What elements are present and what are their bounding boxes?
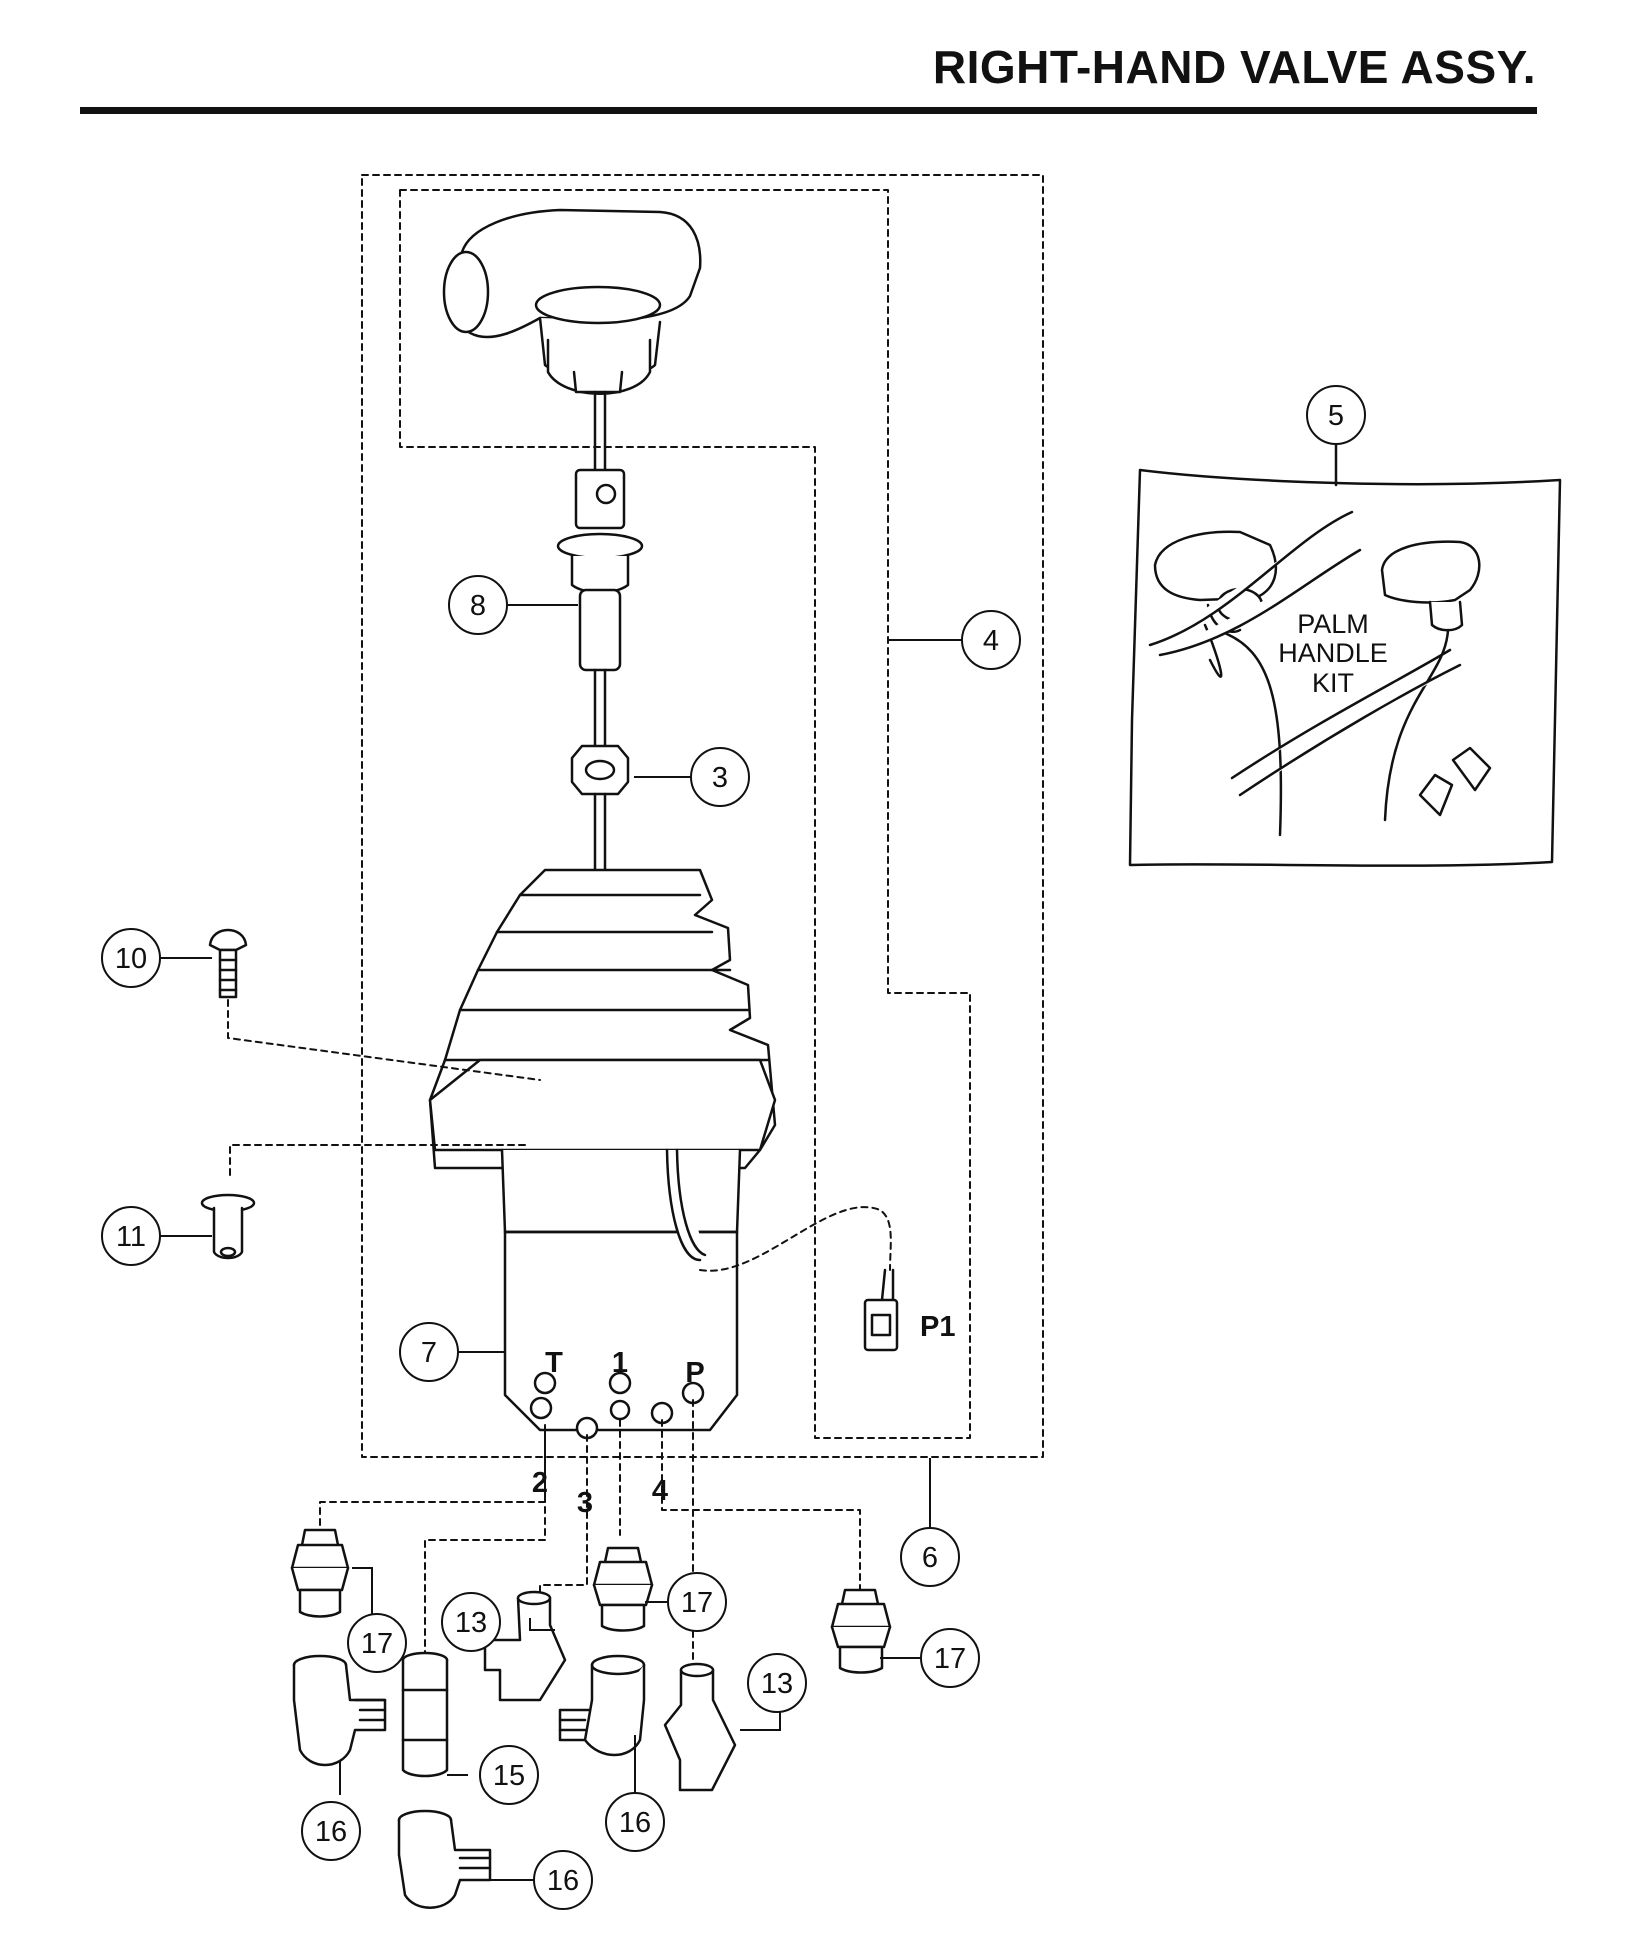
connector-label-p1: P1 — [920, 1311, 955, 1343]
port-label-1: 1 — [612, 1347, 628, 1379]
svg-text:10: 10 — [115, 943, 147, 975]
callout-17-left: 17 — [347, 1613, 407, 1673]
title-rule — [80, 107, 1537, 114]
svg-text:7: 7 — [421, 1337, 437, 1369]
part-11-bushing — [200, 1193, 256, 1260]
callout-6: 6 — [900, 1527, 960, 1587]
svg-text:3: 3 — [712, 762, 728, 794]
kit-label-line-1: PALM — [1297, 609, 1369, 639]
adapters-13 — [483, 1590, 737, 1792]
svg-text:5: 5 — [1328, 400, 1344, 432]
part-8-plunger — [556, 468, 644, 757]
port-label-4: 4 — [652, 1475, 668, 1507]
palm-handle-kit-sheet — [1128, 433, 1562, 867]
svg-text:17: 17 — [361, 1628, 393, 1660]
handle-assembly — [442, 208, 702, 472]
svg-text:16: 16 — [547, 1865, 579, 1897]
callout-3: 3 — [690, 747, 750, 807]
kit-label-line-3: KIT — [1312, 668, 1354, 698]
part-15-tube — [401, 1651, 449, 1778]
callout-8: 8 — [448, 575, 508, 635]
port-label-3: 3 — [577, 1487, 593, 1519]
port-labels: T 1 P 2 3 4 P1 — [532, 1311, 956, 1519]
elbows-16 — [292, 1654, 646, 1909]
callout-17-right: 17 — [920, 1628, 980, 1688]
page-title: RIGHT-HAND VALVE ASSY. — [932, 41, 1536, 93]
port-label-t: T — [545, 1347, 563, 1379]
callout-16-bottom: 16 — [533, 1850, 593, 1910]
port-label-2: 2 — [532, 1467, 548, 1499]
part-10-bolt — [208, 928, 248, 999]
svg-text:4: 4 — [983, 625, 999, 657]
group-4-outline — [399, 189, 971, 1439]
svg-text:16: 16 — [315, 1816, 347, 1848]
hardware-alignment-lines — [227, 999, 892, 1751]
callout-13-left: 13 — [441, 1592, 501, 1652]
part-3-nut — [570, 744, 630, 872]
callout-7: 7 — [399, 1322, 459, 1382]
palm-handle-kit-label: PALM HANDLE KIT — [1278, 609, 1388, 698]
callout-11: 11 — [101, 1206, 161, 1266]
p1-connector — [863, 1268, 899, 1352]
callout-5: 5 — [1306, 385, 1366, 445]
callout-16-left: 16 — [301, 1801, 361, 1861]
svg-text:16: 16 — [619, 1807, 651, 1839]
fittings-17 — [290, 1528, 892, 1674]
callout-leaders — [160, 604, 962, 1881]
callout-16-middle: 16 — [605, 1792, 665, 1852]
callout-bubbles: 8 4 3 5 10 11 — [101, 385, 1366, 1910]
callout-15: 15 — [479, 1745, 539, 1805]
svg-text:17: 17 — [934, 1643, 966, 1675]
callout-13-right: 13 — [747, 1653, 807, 1713]
svg-text:11: 11 — [116, 1221, 146, 1253]
part-7-valve-body — [428, 868, 777, 1440]
svg-text:8: 8 — [470, 590, 486, 622]
assembly-group-outlines — [361, 174, 1044, 1458]
svg-text:13: 13 — [761, 1668, 793, 1700]
svg-text:13: 13 — [455, 1607, 487, 1639]
svg-text:6: 6 — [922, 1542, 938, 1574]
callout-4: 4 — [961, 610, 1021, 670]
group-6-outline — [361, 174, 1044, 1458]
kit-label-line-2: HANDLE — [1278, 638, 1388, 668]
svg-text:15: 15 — [493, 1760, 525, 1792]
port-label-p: P — [685, 1357, 704, 1389]
svg-text:17: 17 — [681, 1587, 713, 1619]
callout-10: 10 — [101, 928, 161, 988]
callout-17-middle: 17 — [667, 1572, 727, 1632]
